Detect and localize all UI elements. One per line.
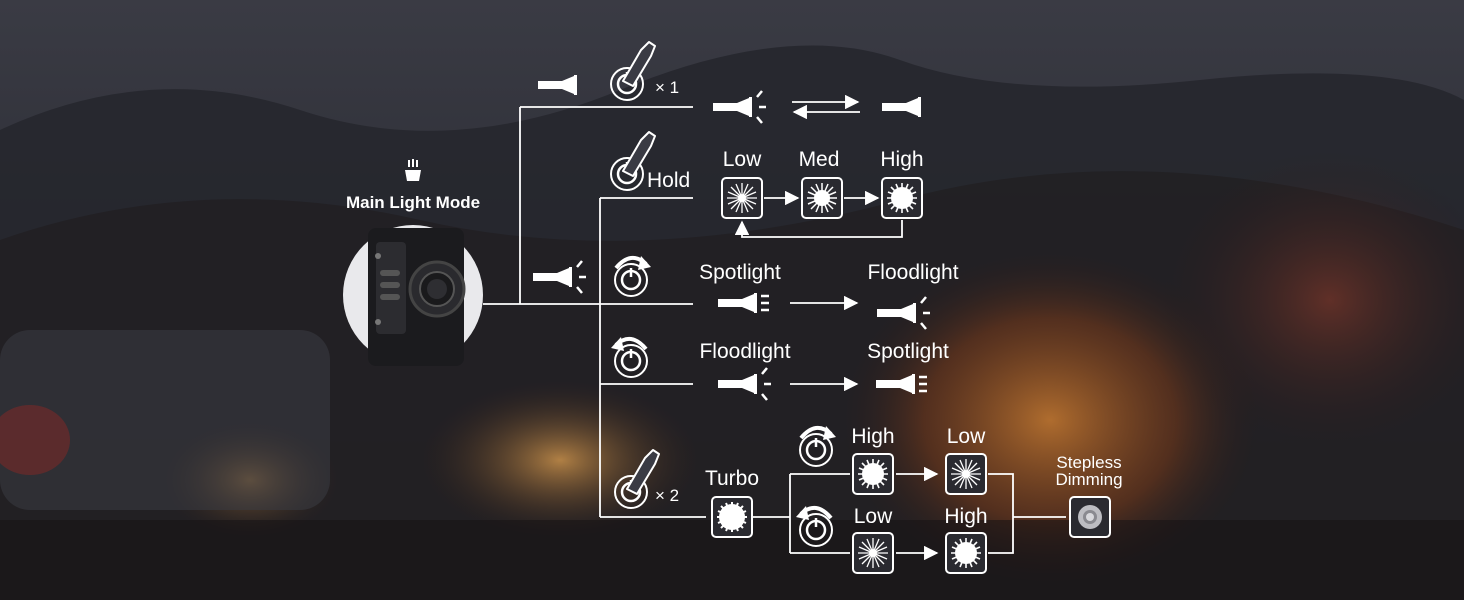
connector-lines [483,106,706,518]
high-label: High [880,148,923,171]
turbo-brightness-icon [711,496,753,538]
main-light-mode-title: Main Light Mode [346,193,480,212]
flashlight-on-icon [711,89,768,125]
rotate-clockwise-icon [798,424,838,468]
press-twice-label: × 2 [655,486,679,505]
turbo-label: Turbo [705,467,759,490]
med-brightness-icon [801,177,843,219]
high-label: High [851,425,894,448]
hold-label: Hold [647,169,690,192]
press-once-label: × 1 [655,78,679,97]
toggle-arrows-icon [792,94,860,120]
floodlight-icon [875,295,932,331]
flashlight-off-icon [882,97,921,117]
turbo-connectors [753,466,1066,561]
floodlight-label: Floodlight [699,340,790,363]
rotate-counterclockwise-icon [609,335,649,379]
stepless-dimming-icon [1069,496,1111,538]
low-label: Low [947,425,986,448]
floodlight-label: Floodlight [867,261,958,284]
brightness-cycle-arrows [734,190,903,238]
high-brightness-icon [881,177,923,219]
press-button-icon [609,40,657,102]
spotlight-icon [716,291,771,315]
med-label: Med [799,148,840,171]
low-label: Low [723,148,762,171]
low-brightness-icon [945,453,987,495]
rotate-counterclockwise-icon [794,504,834,548]
low-brightness-icon [852,532,894,574]
low-brightness-icon [721,177,763,219]
high-label: High [944,505,987,528]
spotlight-label: Spotlight [867,340,949,363]
press-button-icon [613,448,661,510]
spotlight-icon [874,372,929,396]
flashlight-off-icon [538,75,577,95]
low-label: Low [854,505,893,528]
stepless-label: Stepless [1056,453,1121,472]
high-brightness-icon [852,453,894,495]
headlamp-icon [405,159,421,181]
spotlight-label: Spotlight [699,261,781,284]
floodlight-icon [716,366,773,402]
dimming-label: Dimming [1055,470,1122,489]
headlamp-device-image [343,225,483,366]
high-brightness-icon [945,532,987,574]
rotate-clockwise-icon [613,254,653,298]
flashlight-on-icon [531,259,588,295]
